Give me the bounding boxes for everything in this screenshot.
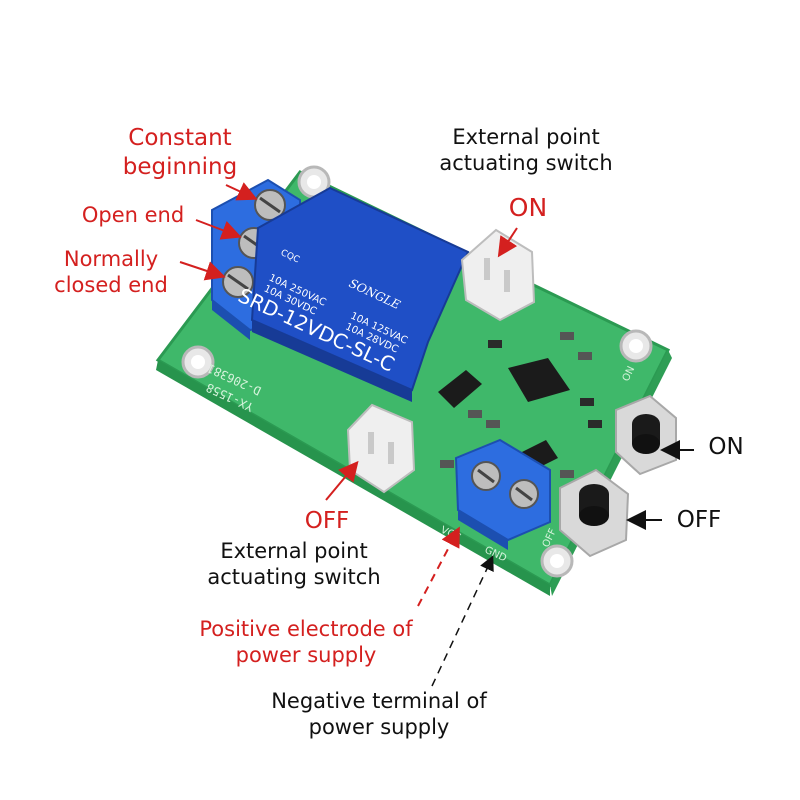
label-off-left: OFF xyxy=(304,508,350,534)
arrow-open-end xyxy=(195,219,242,240)
arrow-negative xyxy=(431,555,494,687)
label-button-off: OFF xyxy=(676,507,722,533)
label-external-switch-bottom: External point actuating switch xyxy=(207,539,381,590)
arrow-constant-beginning xyxy=(225,182,258,201)
mounting-hole xyxy=(297,165,331,199)
arrow-off-left xyxy=(325,460,359,501)
label-normally-closed-end: Normally closed end xyxy=(54,247,168,298)
label-negative-terminal: Negative terminal of power supply xyxy=(271,689,487,740)
relay: SRD-12VDC-SL-C 10A 250VAC 10A 30VDC 10A … xyxy=(235,186,470,402)
push-button-off[interactable] xyxy=(559,468,630,558)
label-external-switch-top: External point actuating switch xyxy=(439,125,613,176)
power-terminal-block xyxy=(454,438,551,550)
label-positive-electrode: Positive electrode of power supply xyxy=(199,617,413,668)
connector-left xyxy=(346,403,416,494)
label-on-top: ON xyxy=(508,193,548,222)
mounting-hole xyxy=(540,544,574,578)
label-open-end: Open end xyxy=(81,203,185,227)
arrow-positive xyxy=(417,526,460,607)
label-constant-beginning: Constant beginning xyxy=(122,125,238,180)
ic-chip xyxy=(508,358,570,402)
smd-components xyxy=(440,332,602,478)
mounting-hole xyxy=(181,345,215,379)
push-button-on[interactable] xyxy=(615,394,677,476)
mounting-hole xyxy=(619,329,653,363)
label-button-on: ON xyxy=(708,434,744,460)
arrow-on-top xyxy=(497,227,518,258)
arrow-normally-closed xyxy=(179,261,226,281)
